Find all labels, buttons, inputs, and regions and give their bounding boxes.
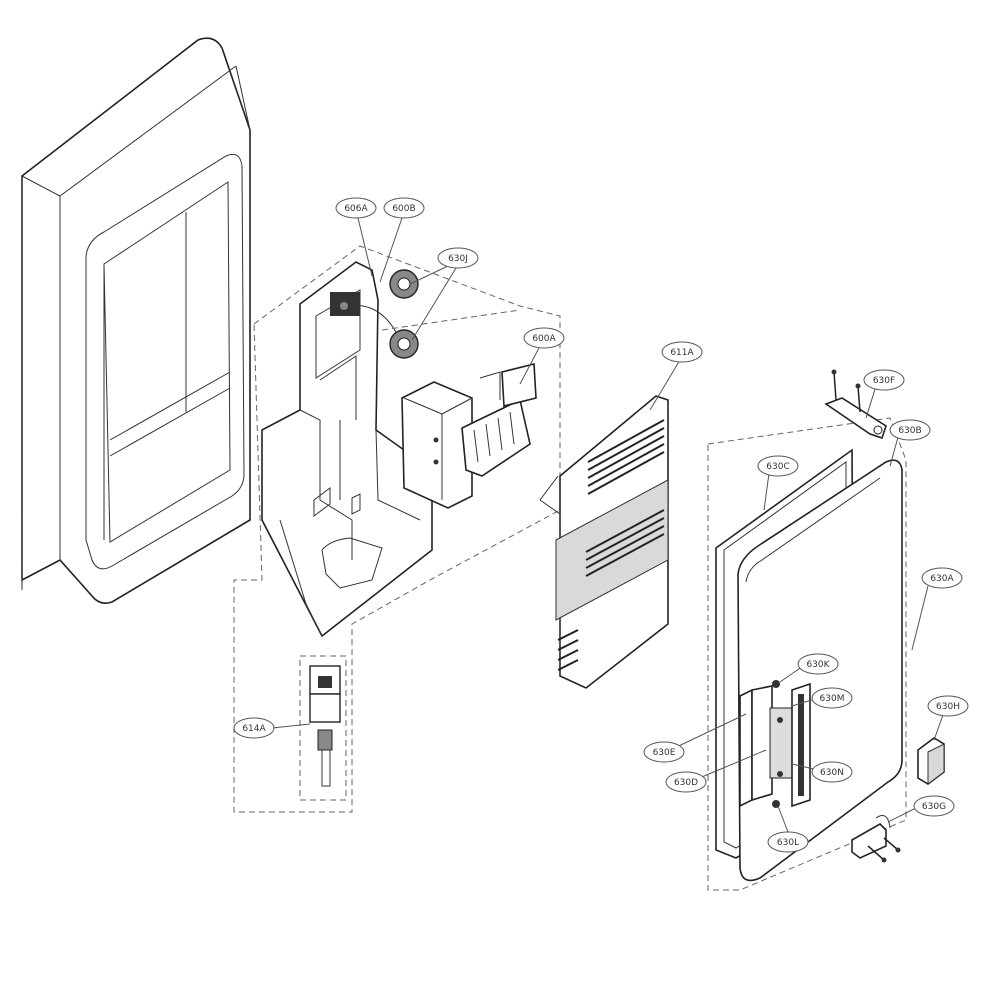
- callout-630c: 630C: [757, 455, 799, 477]
- svg-text:630N: 630N: [820, 768, 844, 778]
- svg-text:630E: 630E: [653, 748, 676, 758]
- svg-text:600B: 600B: [392, 204, 415, 214]
- callout-630b: 630B: [889, 419, 931, 441]
- gear-630j: [389, 269, 419, 359]
- door-group-outline: [707, 417, 907, 891]
- callout-630j: 630J: [437, 247, 479, 269]
- svg-text:630M: 630M: [820, 694, 845, 704]
- hinge-bracket-bottom: [851, 815, 901, 863]
- callout-630l: 630L: [767, 831, 809, 853]
- callout-614a: 614A: [233, 717, 275, 739]
- svg-text:630C: 630C: [766, 462, 789, 472]
- ice-maker: [401, 362, 537, 509]
- svg-text:630B: 630B: [898, 426, 921, 436]
- callout-630f: 630F: [863, 369, 905, 391]
- callout-630e: 630E: [643, 741, 685, 763]
- svg-text:630H: 630H: [936, 702, 960, 712]
- door-frame: [21, 37, 251, 604]
- callout-600a: 600A: [523, 327, 565, 349]
- svg-text:614A: 614A: [242, 724, 266, 734]
- handle-assembly: [739, 680, 811, 808]
- svg-text:630K: 630K: [806, 660, 830, 670]
- callout-630g: 630G: [913, 795, 955, 817]
- svg-text:630J: 630J: [448, 254, 468, 264]
- svg-text:606A: 606A: [344, 204, 368, 214]
- solenoid: [299, 655, 347, 801]
- callout-630m: 630M: [811, 687, 853, 709]
- callout-600b: 600B: [383, 197, 425, 219]
- svg-text:600A: 600A: [532, 334, 556, 344]
- callout-630h: 630H: [927, 695, 969, 717]
- svg-text:630L: 630L: [777, 838, 799, 848]
- hinge-bracket-top: [824, 369, 887, 440]
- svg-text:630G: 630G: [922, 802, 946, 812]
- callout-630k: 630K: [797, 653, 839, 675]
- switch-assembly: [330, 292, 399, 337]
- icemaker-group-outline: [381, 309, 521, 331]
- callout-611a: 611A: [661, 341, 703, 363]
- svg-text:611A: 611A: [670, 348, 694, 358]
- dispenser-group-outline: [233, 245, 561, 813]
- cap-630h: [917, 737, 945, 785]
- svg-text:630D: 630D: [674, 778, 698, 788]
- svg-text:630A: 630A: [930, 574, 954, 584]
- rear-cover: [539, 395, 669, 689]
- callout-630n: 630N: [811, 761, 853, 783]
- callout-606a: 606A: [335, 197, 377, 219]
- svg-text:630F: 630F: [873, 376, 895, 386]
- callout-630d: 630D: [665, 771, 707, 793]
- callout-630a: 630A: [921, 567, 963, 589]
